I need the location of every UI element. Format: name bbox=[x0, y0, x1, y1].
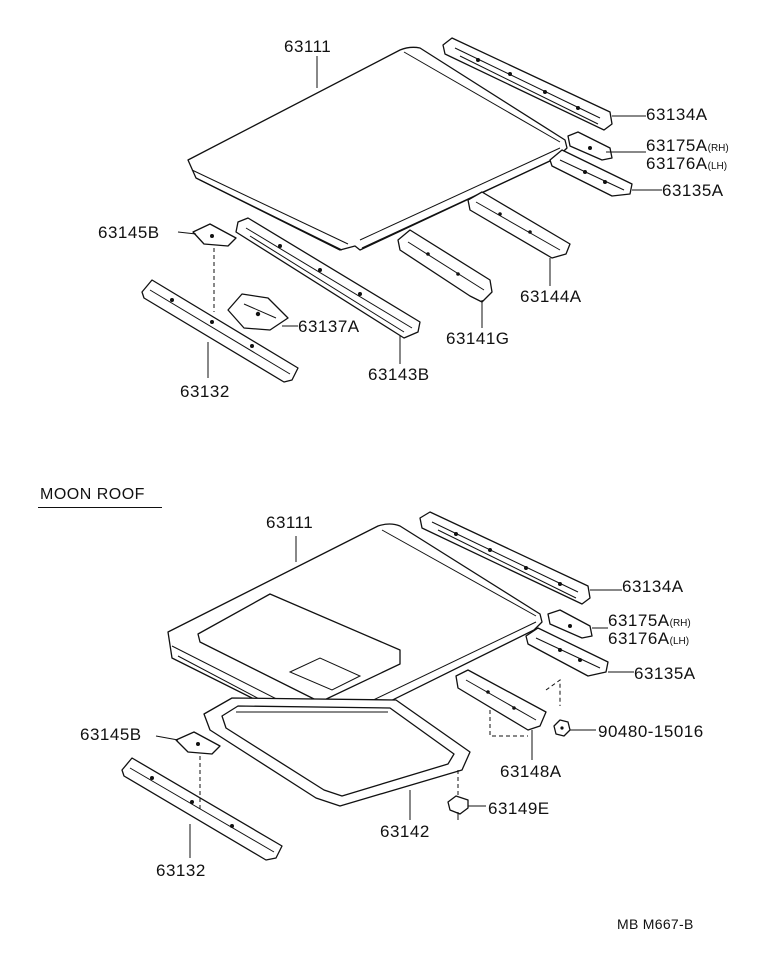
moon-nut bbox=[553, 719, 571, 737]
callout-63135a-top: 63135A bbox=[662, 181, 724, 200]
top-rear-header bbox=[141, 279, 299, 383]
top-roof-bow-left bbox=[235, 217, 421, 339]
callout-63175a-moon: 63175A(RH) bbox=[608, 612, 691, 629]
callout-63176a-moon-number: 63176A bbox=[608, 629, 670, 648]
top-rear-rail bbox=[549, 149, 633, 197]
callout-63132-top: 63132 bbox=[180, 382, 230, 401]
top-roof-panel bbox=[187, 46, 568, 251]
callout-63145b-top: 63145B bbox=[98, 223, 160, 242]
callout-63175a-top-number: 63175A bbox=[646, 136, 708, 155]
callout-63134a-top: 63134A bbox=[646, 105, 708, 124]
top-bracket-rh-lh bbox=[567, 131, 613, 161]
reference-code: MB M667-B bbox=[617, 916, 694, 932]
moon-clip bbox=[447, 795, 469, 820]
callout-63135a-moon: 63135A bbox=[634, 664, 696, 683]
callout-63148a-moon: 63148A bbox=[500, 762, 562, 781]
callout-63175a-moon-number: 63175A bbox=[608, 611, 670, 630]
callout-63149e-moon: 63149E bbox=[488, 799, 550, 818]
moon-front-header-rail bbox=[419, 511, 591, 605]
callout-63175a-top-side: (RH) bbox=[707, 143, 729, 154]
callout-63142-moon: 63142 bbox=[380, 822, 430, 841]
callout-63176a-moon: 63176A(LH) bbox=[608, 630, 689, 647]
callout-63111-moon: 63111 bbox=[266, 513, 314, 532]
callout-63132-moon: 63132 bbox=[156, 861, 206, 880]
callout-63176a-top-number: 63176A bbox=[646, 154, 708, 173]
moon-bracket-rh-lh bbox=[547, 609, 593, 639]
moon-rear-header bbox=[121, 757, 283, 861]
top-roof-bow-center bbox=[397, 229, 493, 303]
moon-reinforcement bbox=[455, 669, 547, 731]
moon-opening-frame bbox=[203, 697, 471, 807]
callout-63111-top: 63111 bbox=[284, 37, 332, 56]
callout-63145b-moon: 63145B bbox=[80, 725, 142, 744]
callout-90480-15016-moon: 90480-15016 bbox=[598, 722, 704, 741]
callout-63175a-moon-side: (RH) bbox=[669, 618, 691, 629]
top-gusset bbox=[192, 223, 237, 247]
section-title-underline bbox=[38, 507, 162, 508]
top-front-header-rail bbox=[442, 37, 613, 131]
callout-63143b-top: 63143B bbox=[368, 365, 430, 384]
moon-rear-rail bbox=[525, 627, 609, 677]
callout-63134a-moon: 63134A bbox=[622, 577, 684, 596]
moon-gusset bbox=[175, 731, 221, 755]
callout-63137a-top: 63137A bbox=[298, 317, 360, 336]
callout-63176a-top-side: (LH) bbox=[707, 161, 728, 172]
callout-63175a-top: 63175A(RH) bbox=[646, 137, 729, 154]
callout-63141g-top: 63141G bbox=[446, 329, 510, 348]
section-title-moon-roof: MOON ROOF bbox=[40, 486, 145, 503]
top-roof-bow-right bbox=[467, 191, 571, 259]
callout-63144a-top: 63144A bbox=[520, 287, 582, 306]
callout-63176a-top: 63176A(LH) bbox=[646, 155, 727, 172]
callout-63176a-moon-side: (LH) bbox=[669, 636, 690, 647]
top-reinforcement bbox=[227, 293, 289, 331]
